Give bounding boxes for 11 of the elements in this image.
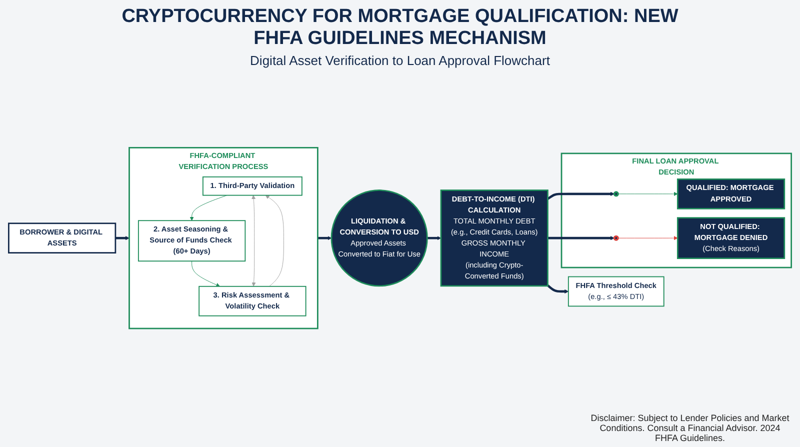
arrow xyxy=(548,236,614,240)
arrow xyxy=(546,284,569,294)
subtitle: Digital Asset Verification to Loan Approval Flowchart xyxy=(249,53,551,68)
node-circle xyxy=(613,191,619,197)
arrow xyxy=(115,236,130,240)
arrow xyxy=(547,192,614,200)
arrow xyxy=(318,236,332,240)
arrow xyxy=(427,236,442,240)
disclaimer-note: Disclaimer: Subject to Lender Policies and Market Conditions. Consult a Financial Advisor. 2024 FHFA Guidelines. xyxy=(590,413,790,443)
node-circle xyxy=(613,235,619,241)
title: CRYPTOCURRENCY FOR MORTGAGE QUALIFICATION: NEW FHFA GUIDELINES MECHANISM xyxy=(120,6,680,50)
